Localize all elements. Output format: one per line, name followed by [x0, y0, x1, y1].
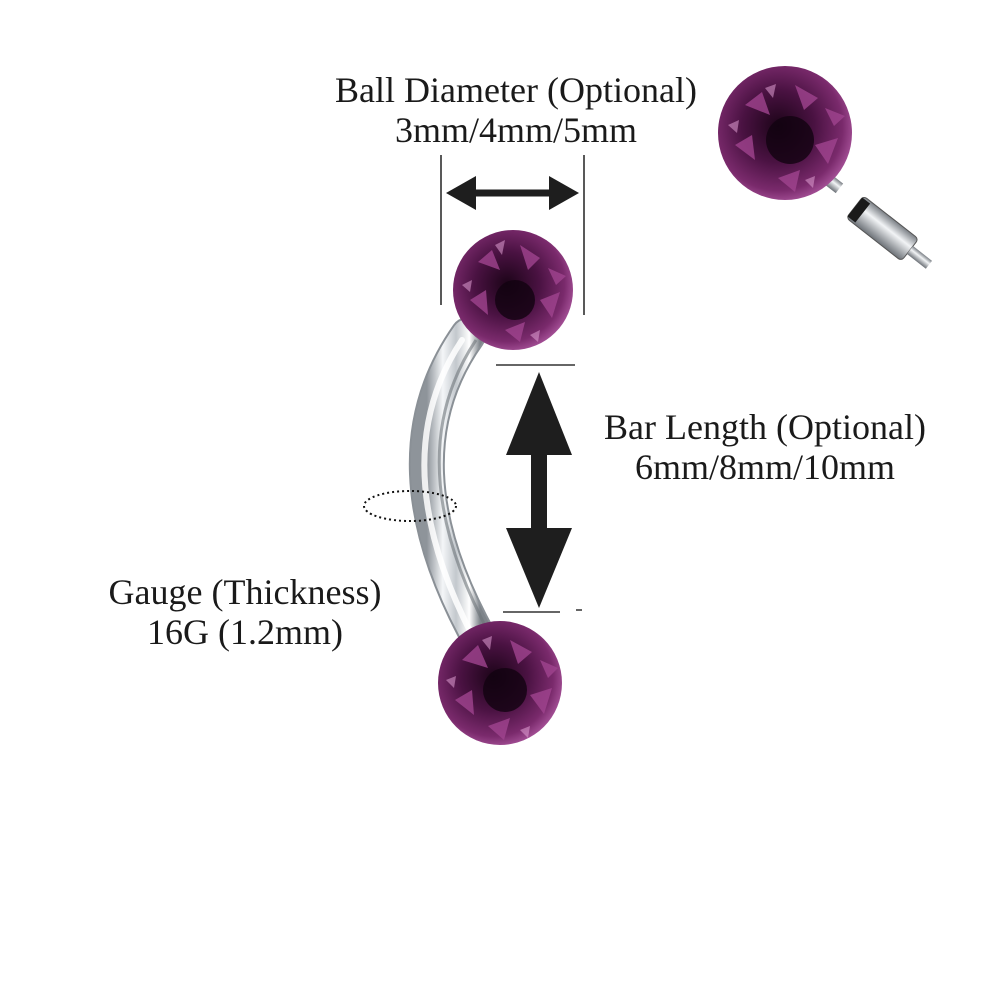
inset-ball-with-pin	[718, 66, 933, 269]
bar-length-label: Bar Length (Optional) 6mm/8mm/10mm	[580, 407, 950, 487]
ball-diameter-value: 3mm/4mm/5mm	[394, 110, 637, 150]
gauge-indicator-ellipse	[363, 490, 457, 522]
bar-length-title: Bar Length (Optional)	[604, 407, 926, 447]
top-crystal-ball	[453, 230, 573, 350]
ball-diameter-title: Ball Diameter (Optional)	[335, 70, 697, 110]
bar-length-dimension	[496, 364, 582, 613]
bottom-crystal-ball	[438, 621, 562, 745]
ball-diameter-dimension	[440, 155, 585, 315]
gauge-value: 16G (1.2mm)	[147, 612, 343, 652]
gauge-title: Gauge (Thickness)	[108, 572, 382, 612]
curved-bar	[408, 317, 498, 658]
bar-length-value: 6mm/8mm/10mm	[634, 447, 895, 487]
gauge-label: Gauge (Thickness) 16G (1.2mm)	[80, 572, 410, 652]
ball-diameter-label: Ball Diameter (Optional) 3mm/4mm/5mm	[300, 70, 732, 150]
